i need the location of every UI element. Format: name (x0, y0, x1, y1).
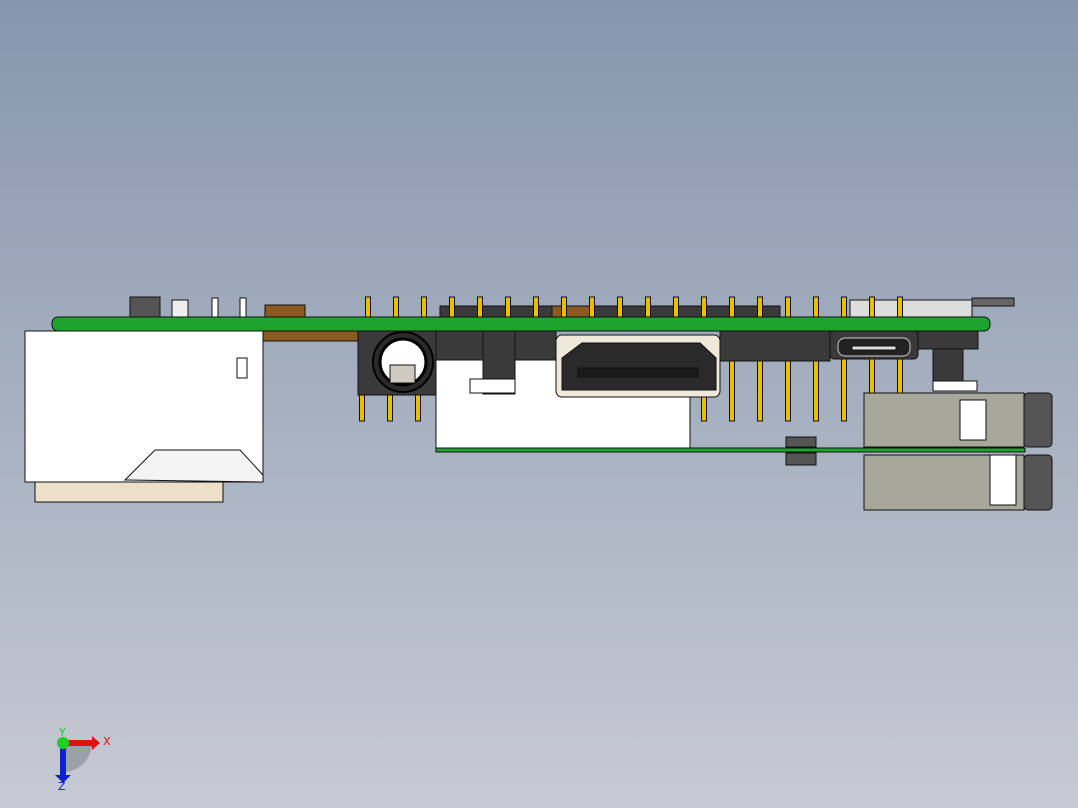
smd-part (785, 436, 817, 448)
usb-jack-bottom-tab (989, 454, 1017, 506)
switch (849, 299, 973, 318)
header-pin (387, 394, 393, 422)
micro-usb-tongue (851, 345, 897, 351)
header-pin (813, 296, 819, 318)
switch-lever (971, 297, 1015, 307)
usb-jack-top (863, 392, 1025, 448)
secondary-pcb (435, 447, 1026, 453)
smd-part (551, 305, 593, 318)
main-pcb (51, 316, 991, 332)
header-pin (421, 296, 427, 318)
header-pin (449, 296, 455, 318)
header-pin (359, 394, 365, 422)
header-pin (561, 296, 567, 318)
smd-part (785, 452, 817, 466)
header-pin (415, 394, 421, 422)
smd-part (239, 297, 247, 318)
header-pin (785, 296, 791, 318)
z-axis-label: Z (58, 780, 66, 793)
led (171, 299, 189, 318)
orientation-triad[interactable]: X Y Z (55, 726, 111, 793)
under-components (719, 330, 831, 362)
display-connector (932, 348, 964, 383)
header-pin (365, 296, 371, 318)
ethernet-chamfer (123, 449, 264, 483)
header-pin (477, 296, 483, 318)
hdmi-opening (561, 342, 717, 391)
camera-latch-tab (469, 378, 516, 394)
header-pin (673, 296, 679, 318)
usb-jack-bottom-end (1023, 454, 1053, 511)
ethernet-base (34, 481, 224, 503)
y-axis-label: Y (58, 726, 66, 739)
under-components (917, 330, 979, 350)
hdmi-tongue (577, 367, 699, 378)
header-pin (757, 296, 763, 318)
x-axis-label: X (103, 735, 111, 748)
z-axis-arrow (60, 743, 66, 775)
header-pin (617, 296, 623, 318)
smd-part (264, 304, 306, 318)
header-pin (645, 296, 651, 318)
header-pin (869, 296, 875, 318)
header-pin (393, 296, 399, 318)
usb-jack-top-tab (959, 399, 987, 441)
header-pin (897, 296, 903, 318)
under-components (262, 330, 359, 342)
audio-jack-contact (389, 364, 416, 384)
display-connector-tab (932, 380, 978, 392)
smd-part (211, 297, 219, 318)
x-axis-arrow (63, 740, 93, 746)
y-axis-dot (57, 737, 69, 749)
header-pin (841, 296, 847, 318)
x-axis-arrowhead (92, 736, 100, 750)
capacitor (129, 296, 161, 318)
pcb-model[interactable] (24, 296, 1053, 511)
ethernet-latch (236, 357, 248, 379)
triad-shadow (63, 743, 92, 772)
header-pin (701, 296, 707, 318)
header-pin (589, 296, 595, 318)
usb-jack-top-end (1023, 392, 1053, 448)
header-pins-top (365, 296, 903, 318)
header-pin (729, 296, 735, 318)
z-axis-arrowhead (55, 775, 71, 783)
header-pin (505, 296, 511, 318)
header-pin (533, 296, 539, 318)
